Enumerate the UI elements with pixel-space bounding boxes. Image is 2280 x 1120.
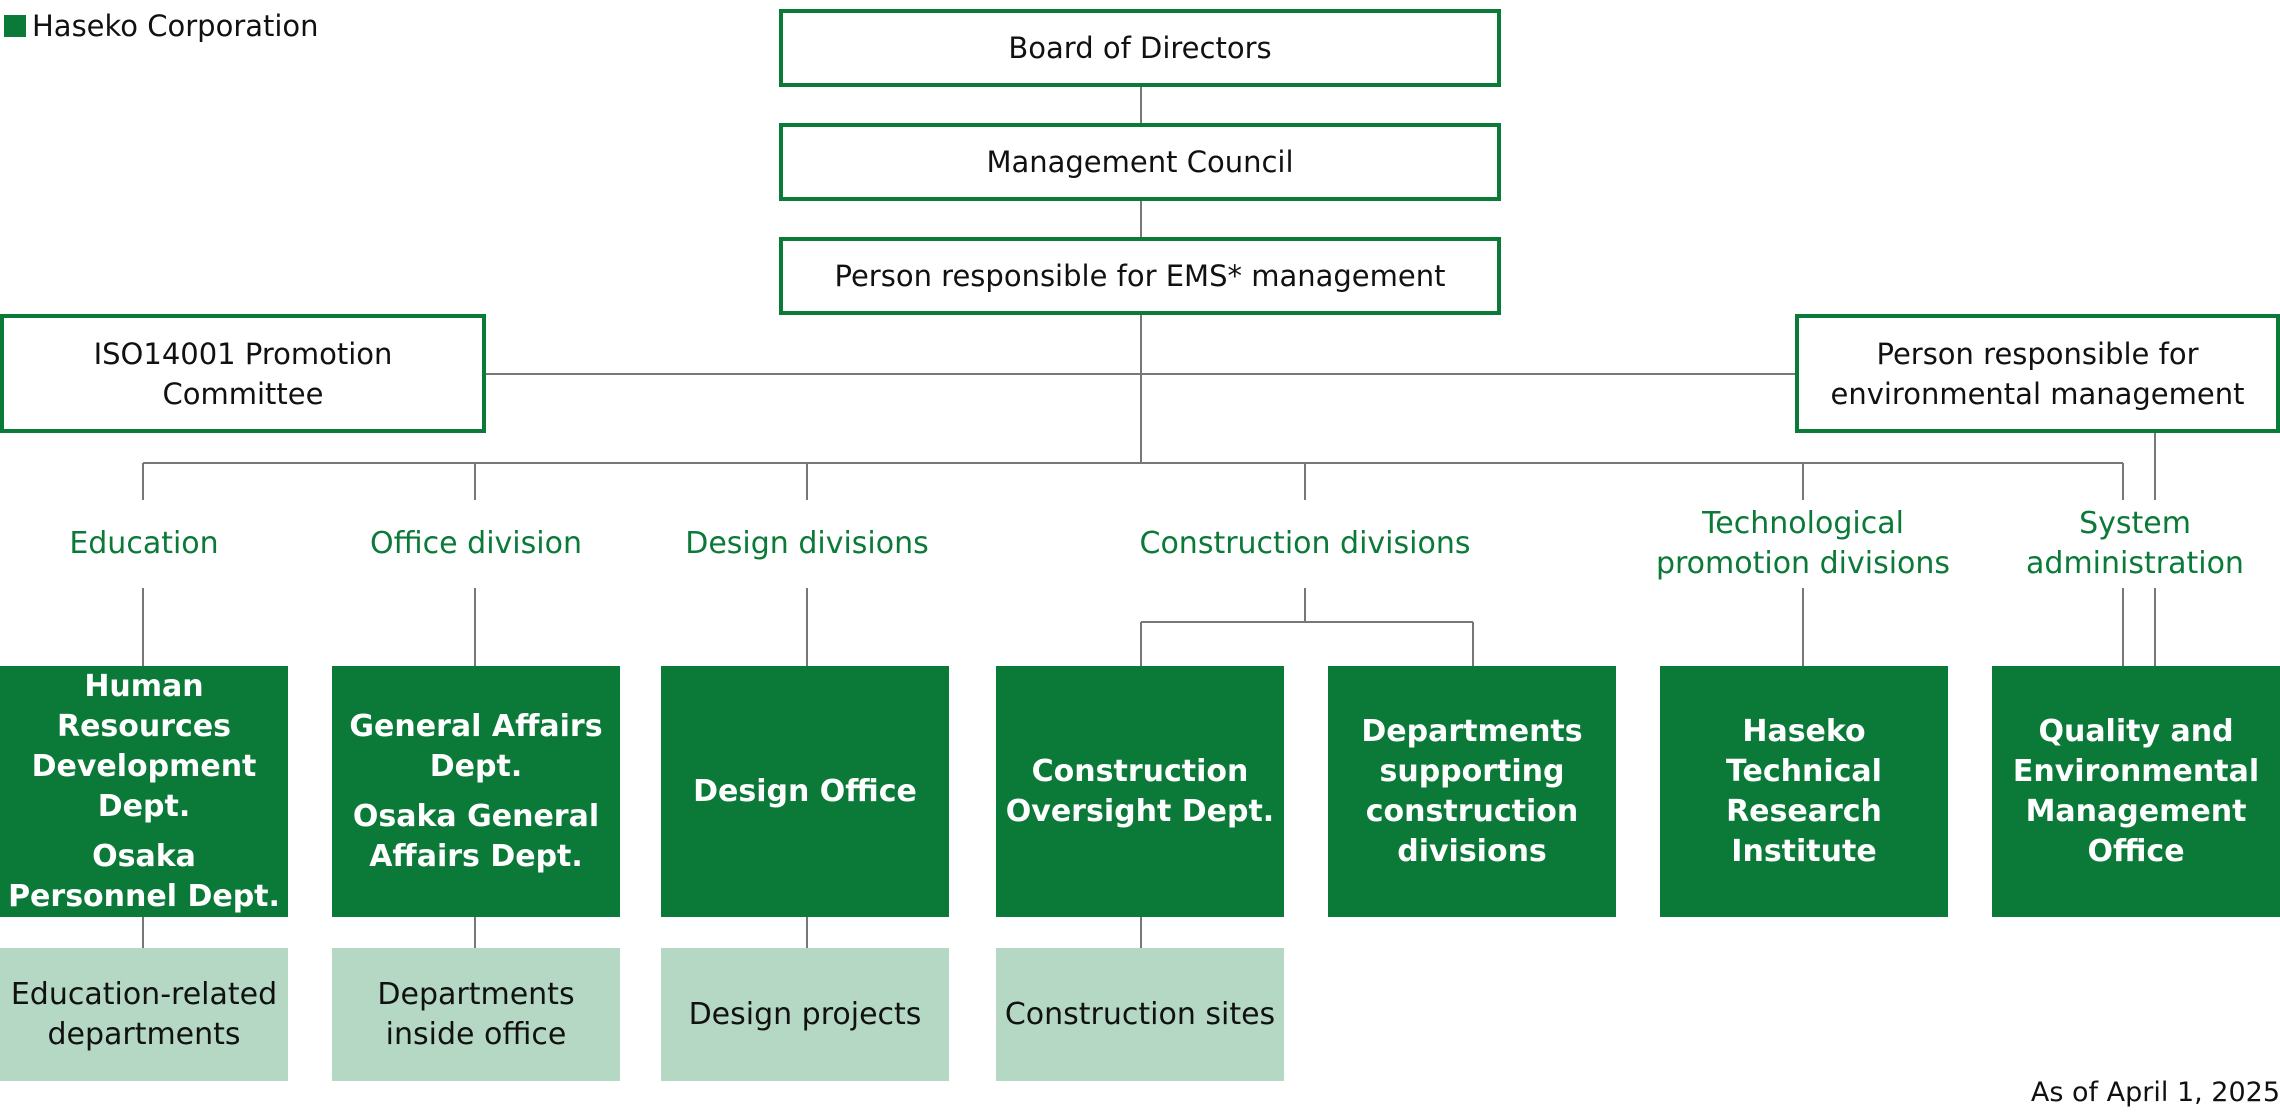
dept-technical-research: Haseko Technical Research Institute <box>1660 666 1948 917</box>
department-name: Construction Oversight Dept. <box>1005 753 1275 829</box>
dept-construction-oversight: Construction Oversight Dept. <box>996 666 1284 917</box>
iso-committee-label: ISO14001 Promotion Committee <box>93 336 393 411</box>
division-education-label: Education <box>69 526 219 561</box>
ems-manager-label: Person responsible for EMS* management <box>834 259 1446 293</box>
legend-label: Haseko Corporation <box>32 9 319 43</box>
board-of-directors-label: Board of Directors <box>1008 31 1272 65</box>
department-name: Haseko Technical Research Institute <box>1726 713 1882 869</box>
division-office: Office division <box>332 500 620 588</box>
unit-design-projects: Design projects <box>661 948 949 1081</box>
division-construction: Construction divisions <box>1100 500 1510 588</box>
legend-swatch <box>4 15 26 37</box>
unit-education-related-label: Education-related departments <box>10 976 278 1052</box>
dept-construction-support: Departments supporting construction divi… <box>1328 666 1616 917</box>
department-name: Design Office <box>693 773 917 809</box>
division-system-admin: System administration <box>2020 500 2250 588</box>
unit-education-related: Education-related departments <box>0 948 288 1081</box>
dept-general-affairs: General Affairs Dept. Osaka General Affai… <box>332 666 620 917</box>
unit-design-projects-label: Design projects <box>688 996 922 1032</box>
department-name: Osaka General Affairs Dept. <box>352 798 600 874</box>
department-name: General Affairs Dept. <box>349 708 603 784</box>
unit-construction-sites-label: Construction sites <box>1004 996 1276 1032</box>
dept-design-office: Design Office <box>661 666 949 917</box>
division-office-label: Office division <box>370 526 582 561</box>
dept-hr-development: Human Resources Development Dept. Osaka P… <box>0 666 288 917</box>
division-design-label: Design divisions <box>685 526 929 561</box>
legend: Haseko Corporation <box>4 9 319 43</box>
unit-construction-sites: Construction sites <box>996 948 1284 1081</box>
unit-departments-inside-office: Departments inside office <box>332 948 620 1081</box>
as-of-date: As of April 1, 2025 <box>2030 1077 2280 1108</box>
env-manager-box: Person responsible for environmental man… <box>1795 314 2280 433</box>
department-name: Departments supporting construction divi… <box>1361 713 1583 869</box>
management-council-label: Management Council <box>986 145 1294 179</box>
department-name: Human Resources Development Dept. <box>31 668 257 824</box>
division-technological-label: Technological promotion divisions <box>1655 506 1951 581</box>
board-of-directors-box: Board of Directors <box>779 9 1501 87</box>
dept-quality-environmental: Quality and Environmental Management Off… <box>1992 666 2280 917</box>
division-system-admin-label: System administration <box>2020 504 2250 584</box>
env-manager-label: Person responsible for environmental man… <box>1830 336 2245 411</box>
management-council-box: Management Council <box>779 123 1501 201</box>
division-technological: Technological promotion divisions <box>1643 500 1963 588</box>
ems-manager-box: Person responsible for EMS* management <box>779 237 1501 315</box>
iso-committee-box: ISO14001 Promotion Committee <box>0 314 486 433</box>
division-construction-label: Construction divisions <box>1139 526 1471 561</box>
division-education: Education <box>0 500 288 588</box>
unit-departments-inside-office-label: Departments inside office <box>377 976 575 1052</box>
division-design: Design divisions <box>661 500 953 588</box>
department-name: Osaka Personnel Dept. <box>8 838 280 914</box>
department-name: Quality and Environmental Management Off… <box>2012 713 2260 869</box>
